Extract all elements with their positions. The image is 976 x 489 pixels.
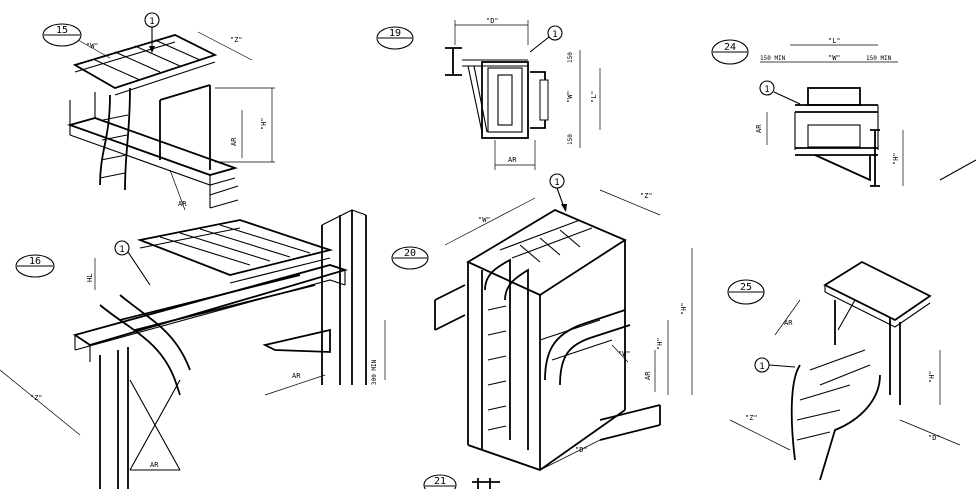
callout-bubble-21[interactable]: 21 xyxy=(423,474,457,489)
svg-text:"Z": "Z" xyxy=(230,36,243,44)
svg-text:"L": "L" xyxy=(828,37,841,45)
svg-text:"Z": "Z" xyxy=(745,414,758,422)
detail-25: 25 1 "H" "D" "Z" AR xyxy=(727,260,961,481)
svg-text:"H": "H" xyxy=(928,370,936,383)
svg-text:"W": "W" xyxy=(828,54,841,62)
svg-text:"W": "W" xyxy=(618,350,631,358)
callout-label: 15 xyxy=(56,25,68,36)
marker-bubble: 1 xyxy=(549,173,567,212)
svg-text:"W": "W" xyxy=(86,42,99,50)
svg-text:19: 19 xyxy=(389,28,401,39)
svg-text:AR: AR xyxy=(230,137,238,146)
marker-bubble: 1 xyxy=(144,12,160,53)
svg-text:"H": "H" xyxy=(680,302,688,315)
svg-text:1: 1 xyxy=(554,178,559,188)
svg-text:"L": "L" xyxy=(590,90,598,103)
svg-text:"H": "H" xyxy=(260,117,268,130)
marker-bubble: 1 xyxy=(754,357,796,373)
detail-20: 20 1 "W" "Z" "H" xyxy=(391,173,693,472)
svg-text:AR: AR xyxy=(150,461,159,469)
callout-bubble-25[interactable]: 25 xyxy=(727,279,765,305)
detail-15: 15 1 "H" AR AR "W" xyxy=(42,12,275,211)
svg-text:1: 1 xyxy=(764,85,769,95)
svg-text:"H": "H" xyxy=(656,337,664,350)
svg-text:AR: AR xyxy=(784,319,793,327)
svg-text:"D": "D" xyxy=(928,434,941,442)
callout-bubble-19[interactable]: 19 xyxy=(376,26,414,50)
svg-text:1: 1 xyxy=(149,17,154,27)
callout-bubble-16[interactable]: 16 xyxy=(15,254,55,278)
svg-text:16: 16 xyxy=(29,256,41,267)
svg-text:1: 1 xyxy=(759,362,764,372)
svg-text:"D": "D" xyxy=(575,446,588,454)
svg-text:21: 21 xyxy=(434,476,446,487)
marker-bubble: 1 xyxy=(759,80,801,105)
svg-text:AR: AR xyxy=(292,372,301,380)
svg-text:AR: AR xyxy=(755,124,763,133)
detail-21: 21 xyxy=(423,474,500,489)
svg-text:150 MIN: 150 MIN xyxy=(760,55,786,62)
svg-text:AR: AR xyxy=(508,156,517,164)
svg-text:20: 20 xyxy=(404,248,416,259)
detail-19: 19 1 "D" 150 "W" 150 "L" AR xyxy=(376,17,601,170)
svg-text:150: 150 xyxy=(567,134,574,145)
callout-bubble-24[interactable]: 24 xyxy=(711,39,749,65)
svg-text:150: 150 xyxy=(567,52,574,63)
svg-text:"Z": "Z" xyxy=(640,192,653,200)
svg-text:AR: AR xyxy=(178,200,187,208)
svg-text:24: 24 xyxy=(724,42,736,53)
svg-text:1: 1 xyxy=(119,245,124,255)
marker-bubble: 1 xyxy=(114,240,151,286)
svg-text:25: 25 xyxy=(740,282,752,293)
svg-text:AR: AR xyxy=(644,371,652,380)
callout-bubble-20[interactable]: 20 xyxy=(391,246,429,270)
svg-text:"Z": "Z" xyxy=(30,394,43,402)
svg-text:1: 1 xyxy=(552,30,557,40)
svg-text:"W": "W" xyxy=(478,216,491,224)
svg-text:HL: HL xyxy=(86,274,94,282)
callout-bubble-15[interactable]: 15 xyxy=(42,23,82,47)
svg-text:"W": "W" xyxy=(566,90,574,103)
svg-text:"H": "H" xyxy=(892,152,900,165)
svg-text:"D": "D" xyxy=(486,17,499,25)
svg-text:300 MIN: 300 MIN xyxy=(371,359,378,385)
marker-bubble: 1 xyxy=(529,25,563,53)
detail-16: 16 1 300 MIN AR AR xyxy=(0,209,386,489)
detail-24: 24 1 "L" 150 MIN "W" 150 MIN AR "H" xyxy=(711,37,976,187)
svg-text:150 MIN: 150 MIN xyxy=(866,55,892,62)
